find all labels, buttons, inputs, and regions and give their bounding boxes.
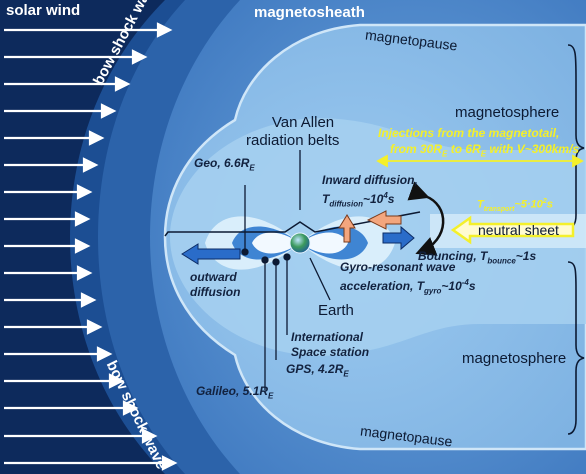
neutral-sheet-label: neutral sheet (478, 222, 559, 238)
van-allen-line2: radiation belts (246, 132, 340, 149)
solar-wind-arrow (4, 211, 91, 227)
brace-bottom (567, 261, 585, 435)
outward-diffusion-label: outward diffusion (190, 270, 241, 299)
gyro-arrow-orange (338, 214, 356, 243)
geo-label: Geo, 6.6RE (194, 156, 255, 173)
gyro-label: Gyro-resonant wave acceleration, Tgyro~1… (340, 260, 476, 296)
solar-wind-arrow (4, 22, 173, 38)
van-allen-line1: Van Allen (271, 114, 335, 131)
solar-wind-arrow (4, 428, 158, 444)
solar-wind-arrow (4, 265, 93, 281)
gps-label: GPS, 4.2RE (286, 362, 349, 379)
earth-label: Earth (318, 302, 354, 319)
solar-wind-arrow (4, 130, 105, 146)
solar-wind-arrow (4, 184, 93, 200)
injections-line2: from 30RE to 6RE with V~300km/s (390, 142, 580, 159)
outward-arrow (181, 243, 241, 265)
solar-wind-arrow (4, 238, 91, 254)
bouncing-arrow (407, 181, 445, 256)
inward-diffusion-label: Inward diffusion, Tdiffusion~104s (322, 173, 418, 209)
solar-wind-arrow (4, 346, 113, 362)
galileo-label: Galileo, 5.1RE (196, 384, 274, 401)
solar-wind-arrow (4, 292, 97, 308)
solar-wind-arrow (4, 157, 99, 173)
solar-wind-arrow (4, 400, 139, 416)
neutral-sheet-arrow (450, 215, 575, 245)
solar-wind-arrow (4, 103, 117, 119)
diffusion-brace (164, 211, 421, 237)
inward-arrow-orange (366, 210, 402, 230)
magnetosheath-label: magnetosheath (254, 4, 365, 21)
solar-wind-label: solar wind (6, 2, 81, 19)
solar-wind-arrows (4, 22, 178, 471)
solar-wind-arrow (4, 455, 178, 471)
t-transport-label: Ttransport~5·102s (477, 198, 553, 213)
solar-wind-arrow (4, 49, 148, 65)
orbit-pointers (241, 150, 331, 390)
solar-wind-arrow (4, 373, 125, 389)
bouncing-label: Bouncing, Tbounce~1s (418, 249, 537, 266)
solar-wind-arrow (4, 76, 131, 92)
solar-wind-arrow (4, 319, 103, 335)
van-allen-label: Van Allen (268, 114, 338, 132)
brace-top (567, 44, 585, 229)
iss-label: International Space station (291, 330, 370, 359)
magnetosphere-bottom-label: magnetosphere (462, 350, 567, 367)
magnetosphere-top-label: magnetosphere (455, 104, 560, 121)
injection-arrow (376, 154, 584, 168)
injections-line1: Injections from the magnetotail, (378, 126, 560, 140)
earth-globe (289, 232, 311, 254)
